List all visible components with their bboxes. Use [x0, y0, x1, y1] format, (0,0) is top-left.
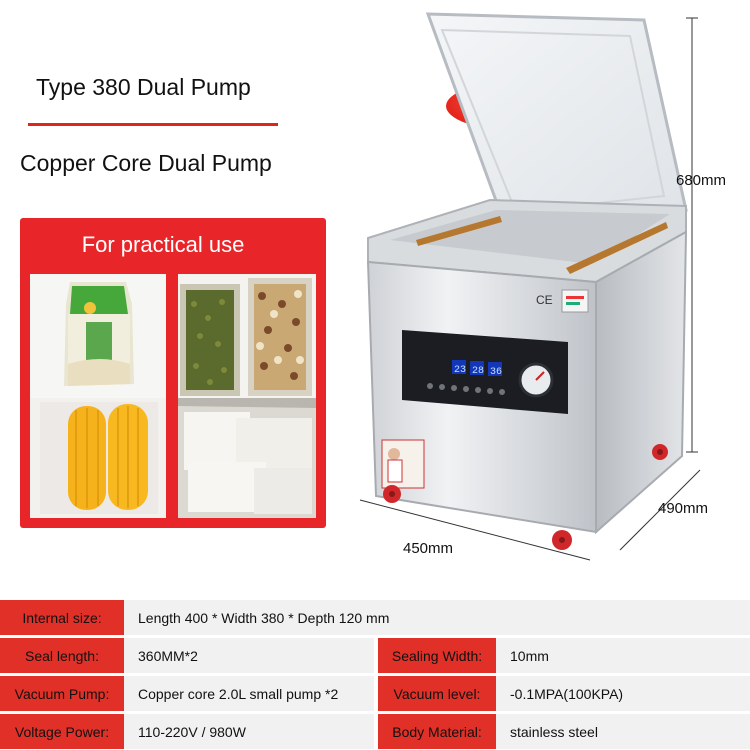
spec-row-power: Voltage Power: 110-220V / 980W Body Mate… — [0, 714, 750, 749]
width-dimension: 450mm — [403, 540, 454, 557]
model-title: Type 380 Dual Pump — [36, 74, 251, 100]
spec-value: 10mm — [496, 638, 750, 673]
display-2: 28 — [472, 366, 484, 377]
spec-value: -0.1MPA(100KPA) — [496, 676, 750, 711]
practical-use-title: For practical use — [81, 232, 245, 257]
rice-bag-image — [30, 274, 166, 400]
beans-image — [178, 274, 316, 400]
vacuum-sealer-machine: 23 28 36 CE — [359, 12, 701, 561]
display-1: 23 — [454, 365, 466, 376]
spec-label: Body Material: — [378, 714, 496, 749]
spec-table: Internal size: Length 400 * Width 380 * … — [0, 596, 750, 750]
spec-value: Length 400 * Width 380 * Depth 120 mm — [124, 600, 750, 635]
corn-image — [30, 398, 166, 518]
spec-label: Sealing Width: — [378, 638, 496, 673]
title-underline — [28, 123, 278, 126]
ce-mark: CE — [536, 293, 553, 307]
spec-label: Voltage Power: — [0, 714, 124, 749]
spec-label: Vacuum level: — [378, 676, 496, 711]
spec-row-internal-size: Internal size: Length 400 * Width 380 * … — [0, 600, 750, 635]
depth-dimension: 490mm — [658, 500, 709, 517]
spec-value: 360MM*2 — [124, 638, 374, 673]
height-dimension: 680mm — [676, 172, 727, 189]
spec-value: Copper core 2.0L small pump *2 — [124, 676, 374, 711]
display-3: 36 — [490, 367, 502, 378]
practical-use-panel: For practical use — [20, 218, 326, 528]
spec-row-vacuum: Vacuum Pump: Copper core 2.0L small pump… — [0, 676, 750, 711]
spec-row-seal: Seal length: 360MM*2 Sealing Width: 10mm — [0, 638, 750, 673]
spec-value: stainless steel — [496, 714, 750, 749]
flour-image — [178, 398, 316, 518]
spec-label: Vacuum Pump: — [0, 676, 124, 711]
subtitle: Copper Core Dual Pump — [20, 150, 272, 176]
spec-label: Internal size: — [0, 600, 124, 635]
spec-label: Seal length: — [0, 638, 124, 673]
spec-value: 110-220V / 980W — [124, 714, 374, 749]
